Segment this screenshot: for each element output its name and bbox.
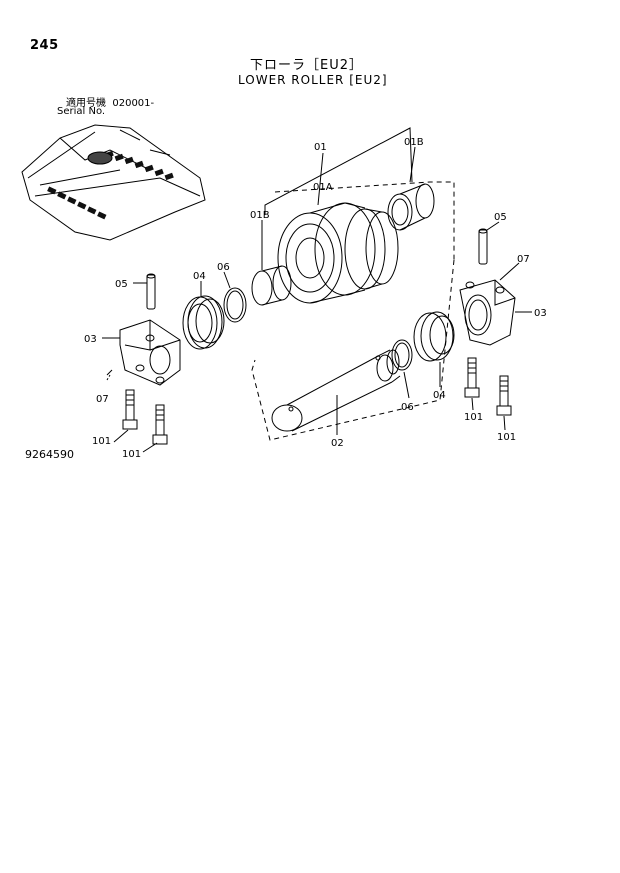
bushing-top [387,183,435,231]
callout-04-left: 04 [193,271,206,282]
shaft [271,349,401,432]
callout-01B-top: 01B [404,137,424,148]
pin-left [146,273,156,310]
o-ring-right [391,339,413,371]
pin-right [478,228,488,265]
bolt-left-1 [122,389,138,430]
page-number: 245 [30,38,59,53]
serial-label-jp: 適用号機 [66,98,106,109]
callout-01B-left: 01B [250,210,270,221]
callout-07-right: 07 [517,254,530,265]
callout-101-a: 101 [92,436,111,447]
drawing-number: 9264590 [25,448,74,461]
callout-01: 01 [314,142,327,153]
o-ring-left [223,287,247,323]
collar-right [459,279,516,346]
roller-body [277,202,399,304]
page-title-japanese: 下ローラ［EU2］ [250,58,364,73]
floating-seal-right [413,311,455,362]
callout-101-d: 101 [497,432,516,443]
collar-left [119,319,181,386]
bushing-left [251,265,292,306]
callout-06-right: 06 [401,402,414,413]
callout-06-left: 06 [217,262,230,273]
serial-label: 適用号機 020001- [66,94,154,109]
serial-label-en: Serial No. [57,106,106,117]
callout-03-right: 03 [534,308,547,319]
callout-01A: 01A [313,182,333,193]
bolt-left-2 [152,404,168,445]
callout-05-right: 05 [494,212,507,223]
serial-value: 020001- [112,98,155,109]
callout-101-c: 101 [464,412,483,423]
bolt-right-1 [464,357,480,398]
bolt-right-2 [496,375,512,416]
track-thumbnail [21,124,206,241]
callout-03-left: 03 [84,334,97,345]
callout-02: 02 [331,438,344,449]
callout-07-left: 07 [96,394,109,405]
callout-101-b: 101 [122,449,141,460]
floating-seal-left [182,295,225,350]
page-title: LOWER ROLLER [EU2] [238,73,388,87]
callout-05-left: 05 [115,279,128,290]
callout-04-right: 04 [433,390,446,401]
